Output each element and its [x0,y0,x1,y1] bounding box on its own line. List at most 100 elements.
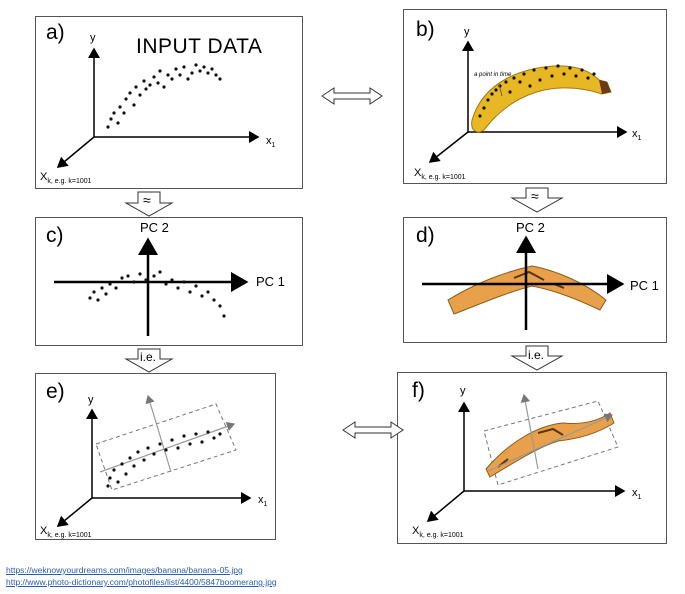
data-point [92,290,96,294]
data-point [162,85,166,89]
data-point [174,67,178,71]
x1-axis-label: x1 [632,128,642,143]
data-point [532,68,536,72]
data-point [222,314,226,318]
data-point [152,75,156,79]
data-point [170,278,174,282]
panel-label: c) [46,224,64,247]
double-arrow-ef [342,421,404,439]
data-point [518,80,522,84]
data-point [100,286,104,290]
xk-axis-label: Xk, e.g. k=1001 [412,525,464,540]
data-point [132,103,136,107]
data-point [218,432,222,436]
data-point [206,430,210,434]
data-point [574,74,578,78]
data-point [188,442,192,446]
data-point [170,438,174,442]
data-point [146,446,150,450]
data-point [212,298,216,302]
data-point [182,434,186,438]
approx-label-ac: ≈ [143,192,151,208]
pc2-label: PC 2 [516,220,545,235]
data-point [152,452,156,456]
data-point [504,80,508,84]
data-point [112,468,116,472]
y-axis-label: y [90,32,96,44]
panel-title: INPUT DATA [136,35,263,58]
data-point [158,442,162,446]
panel-f: f) y x1 Xk, e.g. k=1001 [397,372,667,544]
panel-c: c) PC 2 PC 1 [35,217,303,346]
data-point [88,296,92,300]
panel-label: d) [416,224,435,247]
data-point [200,294,204,298]
data-point [544,66,548,70]
pc-plane [95,403,237,491]
data-point [182,280,186,284]
data-point [116,480,120,484]
pc1-label: PC 1 [630,278,659,293]
data-point [108,282,112,286]
data-point [212,436,216,440]
ie-label-df: i.e. [528,348,545,362]
data-point [528,84,532,88]
data-point [186,77,190,81]
data-point [106,125,110,129]
xk-axis-label: Xk, e.g. k=1001 [414,167,466,182]
data-point [218,77,222,81]
data-point [134,85,138,89]
x1-axis-label: x1 [632,487,642,502]
xk-axis-label: Xk, e.g. k=1001 [40,171,92,186]
data-point [562,72,566,76]
data-point [148,83,152,87]
x1-axis-label: x1 [258,494,268,509]
annotation-pointer [498,83,503,97]
data-point [164,448,168,452]
data-point [144,87,148,91]
data-point [178,73,182,77]
data-point [198,69,202,73]
data-point [120,462,124,466]
data-point [142,79,146,83]
pc1-vector [99,421,236,473]
data-point [122,111,126,115]
data-point [210,67,214,71]
data-points [88,270,226,318]
data-point [170,77,174,81]
data-point [556,64,560,68]
data-point [512,76,516,80]
data-point [202,65,206,69]
data-point [478,114,482,118]
panel-c-plot [54,237,249,336]
pc2-vector [145,394,172,473]
data-point [128,456,132,460]
approx-label-bd: ≈ [531,188,539,204]
data-point [190,71,194,75]
panel-a: a) INPUT DATA y x1 Xk, e.g. k=1001 [35,16,303,189]
data-point [138,93,142,97]
ie-label-ce: i.e. [140,350,157,364]
source-link-banana[interactable]: https://weknowyourdreams.com/images/bana… [6,565,243,575]
data-point [494,88,498,92]
data-point [580,68,584,72]
data-point [194,63,198,67]
data-point [188,290,192,294]
data-point [142,458,146,462]
data-point [176,446,180,450]
panel-e-plot [56,394,252,527]
data-point [144,278,148,282]
data-point [218,304,222,308]
data-point [508,90,512,94]
source-link-boomerang[interactable]: http://www.photo-dictionary.com/photofil… [6,577,277,587]
panel-label: e) [46,380,65,403]
data-point [568,66,572,70]
y-axis-label: y [460,385,466,397]
xk-axis [56,136,95,168]
data-point [104,292,108,296]
panel-label: f) [412,379,425,402]
data-point [109,117,113,121]
data-point [166,73,170,77]
data-point [586,76,590,80]
data-point [120,276,124,280]
